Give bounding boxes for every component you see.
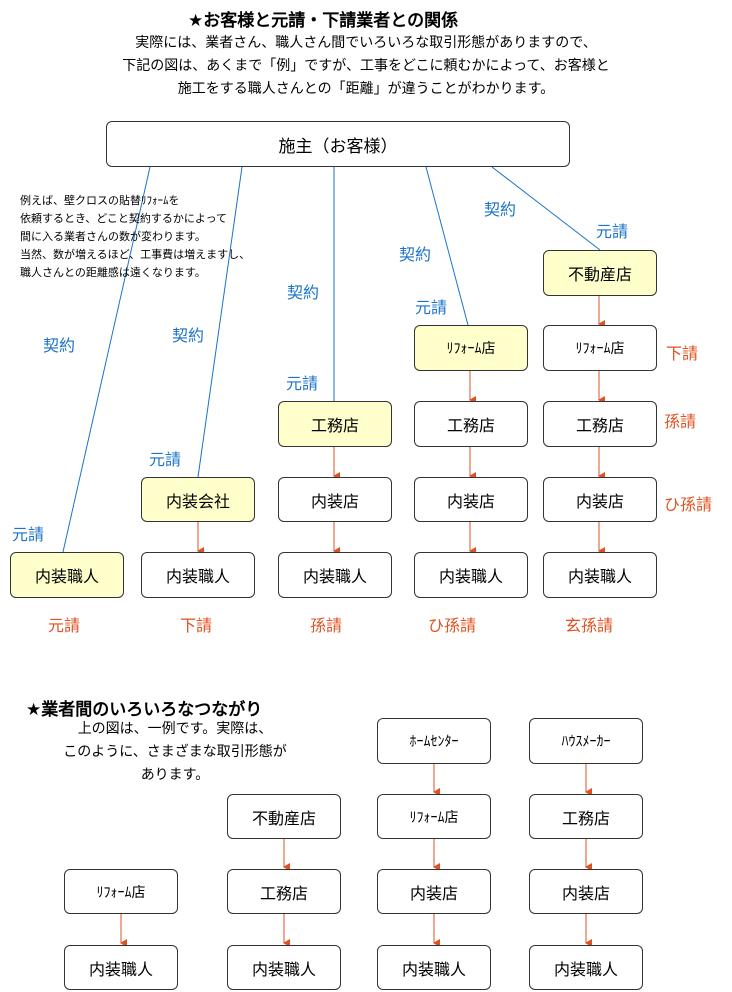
box-c-craftsman: 内装職人	[377, 945, 491, 990]
box-c2-craftsman: 内装職人	[141, 552, 255, 598]
box-a-reform-shop: ﾘﾌｫｰﾑ店	[64, 869, 178, 914]
box-c4-interior-shop: 内装店	[414, 477, 528, 522]
prime-label-c2: 元請	[149, 450, 182, 469]
contract-label-c2: 契約	[172, 326, 205, 345]
section1-intro-line: 実際には、業者さん、職人さん間でいろいろな取引形態がありますので、	[135, 35, 597, 51]
box-c3-craftsman: 内装職人	[278, 552, 392, 598]
box-c3-contractor: 工務店	[278, 401, 392, 447]
box-c-interior-shop: 内装店	[377, 869, 491, 914]
box-c-reform-shop: ﾘﾌｫｰﾑ店	[377, 794, 491, 839]
contract-line-c4	[425, 166, 469, 326]
tier-label-sub-sub: 孫請	[664, 412, 697, 431]
bottom-label-c1: 元請	[48, 616, 81, 635]
box-c5-contractor: 工務店	[543, 401, 657, 447]
prime-label-c3: 元請	[286, 374, 319, 393]
contract-label-c3: 契約	[287, 283, 320, 302]
tier-label-sub-sub-sub: ひ孫請	[664, 495, 713, 514]
section2-intro-line: このように、さまざまな取引形態が	[63, 744, 287, 760]
box-b-real-estate: 不動産店	[227, 794, 341, 839]
box-a-craftsman: 内装職人	[64, 945, 178, 990]
box-c5-interior-shop: 内装店	[543, 477, 657, 522]
section1-intro-line: 下記の図は、あくまで「例」ですが、工事をどこに頼むかによって、お客様と	[122, 58, 610, 74]
box-d-house-maker: ﾊｳｽﾒｰｶｰ	[529, 718, 643, 764]
prime-label-c4: 元請	[415, 298, 448, 317]
box-c2-interior-company: 内装会社	[141, 477, 255, 522]
note-line: 例えば、壁クロスの貼替ﾘﾌｫｰﾑを	[20, 194, 180, 207]
bottom-label-c4: ひ孫請	[428, 616, 477, 635]
prime-label-c5: 元請	[596, 222, 629, 241]
box-b-contractor: 工務店	[227, 869, 341, 914]
box-b-craftsman: 内装職人	[227, 945, 341, 990]
note-line: 間に入る業者さんの数が変わります。	[20, 230, 206, 243]
section1-intro: 実際には、業者さん、職人さん間でいろいろな取引形態がありますので、 下記の図は、…	[0, 32, 732, 101]
explanation-note: 例えば、壁クロスの貼替ﾘﾌｫｰﾑを 依頼するとき、どこと契約するかによって 間に…	[20, 192, 250, 282]
section1-title: ★お客様と元請・下請業者との関係	[188, 11, 459, 31]
bottom-label-c2: 下請	[180, 616, 213, 635]
section2-intro: 上の図は、一例です。実際は、 このように、さまざまな取引形態が あります。	[20, 718, 330, 787]
bottom-label-c3: 孫請	[310, 616, 343, 635]
box-c4-craftsman: 内装職人	[414, 552, 528, 598]
box-c4-reform-shop: ﾘﾌｫｰﾑ店	[414, 325, 528, 371]
bottom-label-c5: 玄孫請	[565, 616, 614, 635]
box-c5-reform-shop: ﾘﾌｫｰﾑ店	[543, 325, 657, 371]
prime-label-c1: 元請	[12, 525, 45, 544]
section1-intro-line: 施工をする職人さんとの「距離」が違うことがわかります。	[177, 81, 555, 97]
note-line: 当然、数が増えるほど、工事費は増えますし、	[20, 248, 251, 261]
box-d-interior-shop: 内装店	[529, 869, 643, 914]
tier-label-subcontract: 下請	[666, 344, 699, 363]
section2-intro-line: あります。	[140, 767, 210, 783]
note-line: 依頼するとき、どこと契約するかによって	[20, 212, 228, 225]
box-d-contractor: 工務店	[529, 794, 643, 839]
section2-title: ★業者間のいろいろなつながり	[26, 700, 263, 720]
contract-label-c5: 契約	[484, 200, 517, 219]
contract-line-c5	[491, 166, 601, 251]
box-c4-contractor: 工務店	[414, 401, 528, 447]
contract-line-c2	[197, 166, 243, 478]
note-line: 職人さんとの距離感は遠くなります。	[20, 266, 206, 279]
section2-intro-line: 上の図は、一例です。実際は、	[77, 721, 273, 737]
box-c-home-center: ﾎｰﾑｾﾝﾀｰ	[377, 718, 491, 764]
contract-label-c1: 契約	[43, 336, 76, 355]
client-box: 施主（お客様）	[106, 121, 570, 167]
box-c3-interior-shop: 内装店	[278, 477, 392, 522]
box-c1-craftsman: 内装職人	[10, 552, 124, 598]
contract-line-c1	[62, 166, 151, 553]
box-c5-real-estate: 不動産店	[543, 250, 657, 296]
contract-label-c4: 契約	[399, 245, 432, 264]
box-c5-craftsman: 内装職人	[543, 552, 657, 598]
box-d-craftsman: 内装職人	[529, 945, 643, 990]
